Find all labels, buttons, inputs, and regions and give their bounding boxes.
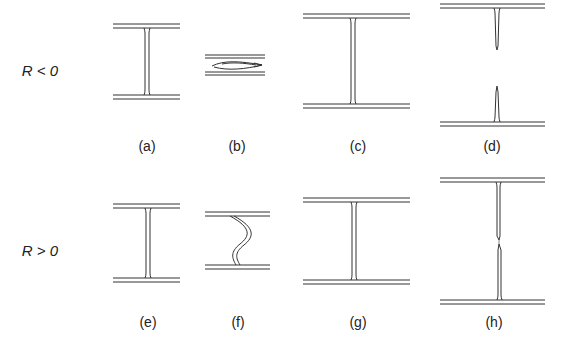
panel-label: (e) — [139, 315, 156, 329]
strip-c — [303, 14, 410, 108]
strip-e — [113, 204, 180, 282]
panel-label: (b) — [228, 139, 245, 153]
strip-b — [205, 55, 265, 75]
strip-f — [205, 212, 270, 269]
strip-h — [440, 178, 545, 304]
panel-label: (f) — [231, 315, 244, 329]
row-label: R > 0 — [22, 243, 58, 258]
panel-label: (c) — [350, 139, 366, 153]
panel-label: (a) — [138, 139, 155, 153]
strip-g — [303, 198, 410, 284]
strip-d — [440, 4, 545, 126]
panel-label: (g) — [349, 315, 366, 329]
panel-label: (d) — [483, 139, 500, 153]
strip-a — [113, 24, 180, 99]
row-label: R < 0 — [22, 63, 58, 78]
panel-label: (h) — [485, 315, 502, 329]
